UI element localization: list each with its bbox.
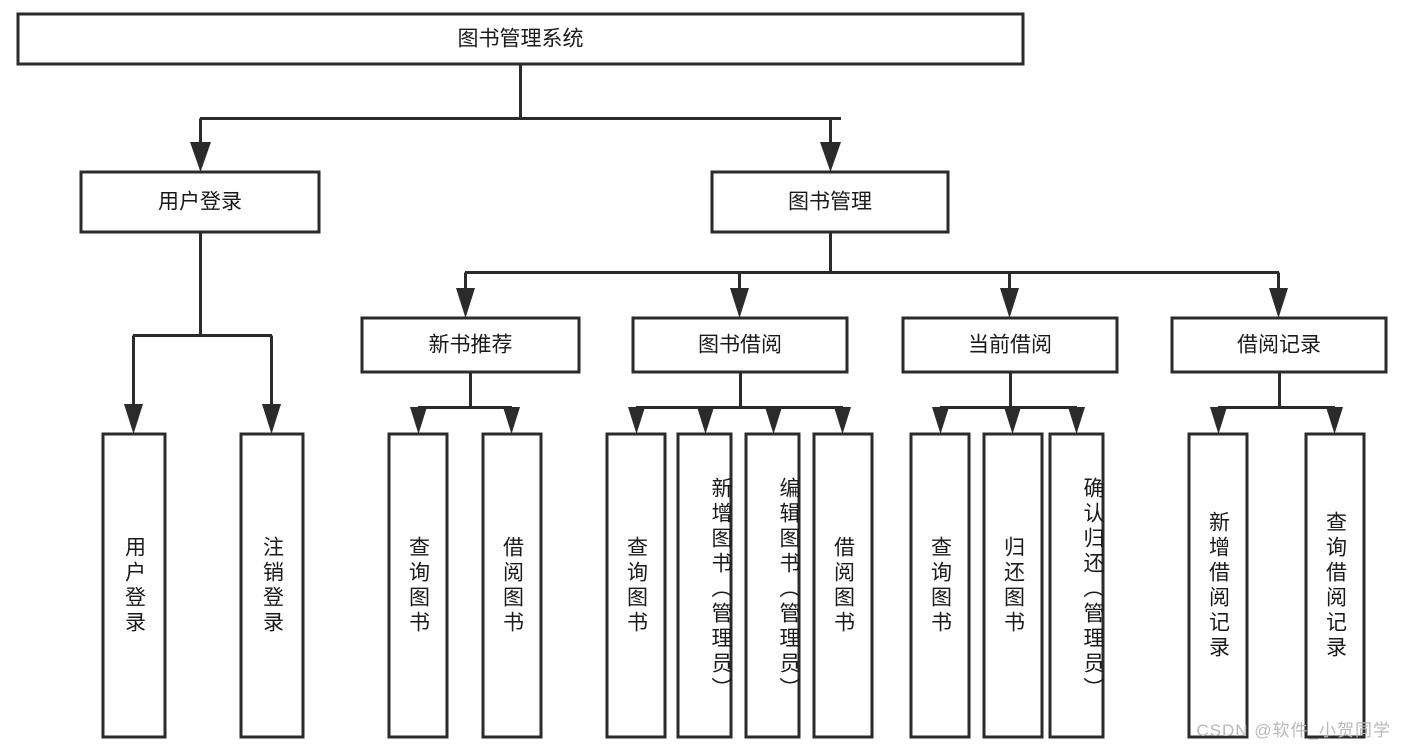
arrow-to-leaf-add-borrow-record (1210, 407, 1227, 434)
arrow-to-leaf-user-login (124, 404, 143, 434)
arrow-to-user-login (190, 142, 211, 172)
arrow-to-leaf-query-book-a (410, 407, 427, 434)
node-root-label: 图书管理系统 (458, 28, 584, 51)
node-leaf-borrow-book-b-box[interactable] (812, 432, 874, 739)
arrow-to-leaf-add-book-admin (697, 407, 714, 434)
node-book-management-label: 图书管理 (788, 191, 872, 214)
arrow-to-leaf-query-book-c (932, 407, 949, 434)
node-borrow-record-label: 借阅记录 (1237, 334, 1321, 357)
node-leaf-confirm-return-admin-box[interactable] (1048, 432, 1105, 739)
node-user-login-label: 用户登录 (158, 191, 242, 214)
node-leaf-return-book-box[interactable] (982, 432, 1044, 739)
node-leaf-user-login-box[interactable] (101, 432, 167, 739)
node-leaf-edit-book-admin-box[interactable] (744, 432, 801, 739)
arrow-to-leaf-query-book-b (628, 407, 645, 434)
connectors (124, 64, 1343, 434)
node-book-borrow-box[interactable] (631, 316, 849, 374)
node-leaf-add-book-admin-box[interactable] (676, 432, 733, 739)
arrow-to-current-borrow (1000, 288, 1019, 318)
node-new-book-recommend-box[interactable] (360, 316, 581, 374)
node-root-box[interactable] (16, 12, 1025, 66)
node-book-management-box[interactable] (710, 170, 950, 234)
arrow-to-leaf-borrow-book-a (503, 407, 520, 434)
node-leaf-query-book-a-box[interactable] (387, 432, 449, 739)
arrow-to-leaf-query-borrow-record (1326, 407, 1343, 434)
node-boxes: 图书管理系统 用户登录 图书管理 新书推荐 图书借阅 当前借阅 借阅记录 (16, 12, 1388, 739)
arrow-to-book-borrow (730, 288, 749, 318)
node-current-borrow-box[interactable] (901, 316, 1119, 374)
node-leaf-query-book-b-box[interactable] (605, 432, 667, 739)
arrow-to-leaf-user-logout (262, 404, 281, 434)
arrow-to-book-management (820, 142, 841, 172)
node-leaf-borrow-book-a-box[interactable] (481, 432, 543, 739)
node-leaf-query-book-c-box[interactable] (909, 432, 971, 739)
arrow-to-leaf-return-book (1004, 407, 1021, 434)
arrow-to-new-book-recommend (456, 288, 475, 318)
node-new-book-recommend-label: 新书推荐 (429, 334, 513, 357)
node-leaf-query-borrow-record-box[interactable] (1304, 432, 1366, 739)
arrow-to-leaf-borrow-book-b (834, 407, 851, 434)
arrow-to-leaf-edit-book-admin (765, 407, 782, 434)
node-user-login-box[interactable] (79, 170, 321, 234)
node-leaf-add-borrow-record-box[interactable] (1187, 432, 1249, 739)
node-current-borrow-label: 当前借阅 (968, 334, 1052, 357)
node-borrow-record-box[interactable] (1170, 316, 1388, 374)
node-leaf-user-logout-box[interactable] (239, 432, 305, 739)
arrow-to-leaf-confirm-return-admin (1068, 407, 1085, 434)
node-book-borrow-label: 图书借阅 (698, 334, 782, 357)
watermark-text: CSDN @软件_小贺同学 (1196, 721, 1391, 740)
arrow-to-borrow-record (1269, 288, 1288, 318)
